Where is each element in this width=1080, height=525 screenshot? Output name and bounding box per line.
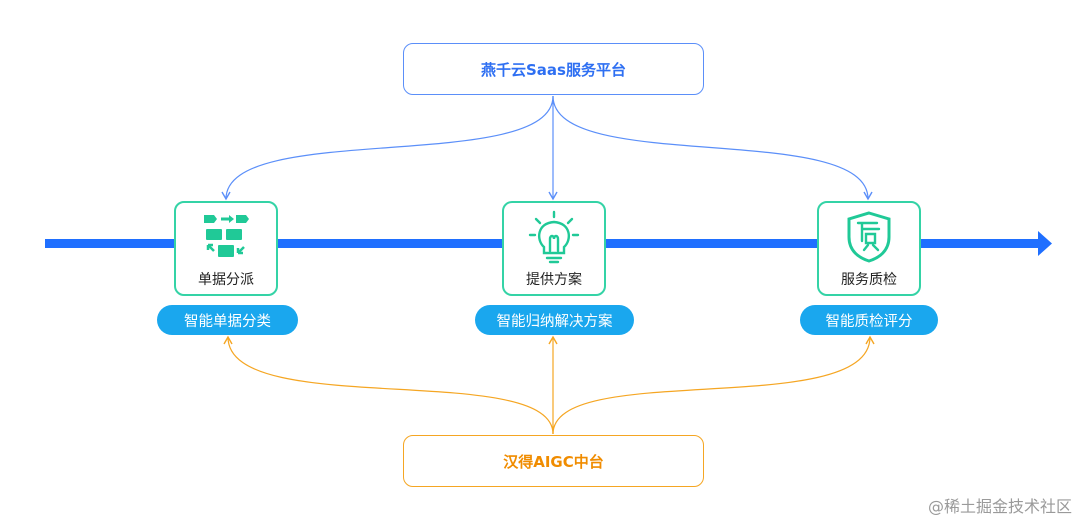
bottom-connector-right bbox=[552, 335, 875, 435]
top-connector-left bbox=[221, 95, 554, 201]
lightbulb-icon bbox=[528, 210, 580, 264]
capability-pill-quality: 智能质检评分 bbox=[800, 305, 938, 335]
stage-label-dispatch: 单据分派 bbox=[198, 272, 254, 288]
capability-label-classify: 智能单据分类 bbox=[184, 313, 271, 330]
saas-platform-box: 燕千云Saas服务平台 bbox=[403, 43, 704, 95]
saas-platform-label: 燕千云Saas服务平台 bbox=[481, 60, 626, 79]
quality-shield-icon bbox=[847, 211, 891, 263]
watermark: @稀土掘金技术社区 bbox=[927, 497, 1072, 516]
capability-pill-solution: 智能归纳解决方案 bbox=[475, 305, 634, 335]
aigc-platform-label: 汉得AIGC中台 bbox=[503, 452, 604, 471]
stage-card-quality: 服务质检 bbox=[817, 201, 921, 296]
stage-card-dispatch: 单据分派 bbox=[174, 201, 278, 296]
bottom-connector-left bbox=[223, 335, 554, 435]
top-connector-right bbox=[552, 95, 873, 201]
capability-pill-classify: 智能单据分类 bbox=[157, 305, 298, 335]
timeline-arrowhead bbox=[1038, 231, 1052, 256]
dispatch-icon bbox=[204, 215, 249, 257]
capability-label-quality: 智能质检评分 bbox=[825, 313, 913, 330]
stage-label-solution: 提供方案 bbox=[526, 272, 582, 288]
stage-card-solution: 提供方案 bbox=[502, 201, 606, 296]
capability-label-solution: 智能归纳解决方案 bbox=[496, 313, 613, 330]
stage-label-quality: 服务质检 bbox=[841, 272, 897, 288]
aigc-platform-box: 汉得AIGC中台 bbox=[403, 435, 704, 487]
